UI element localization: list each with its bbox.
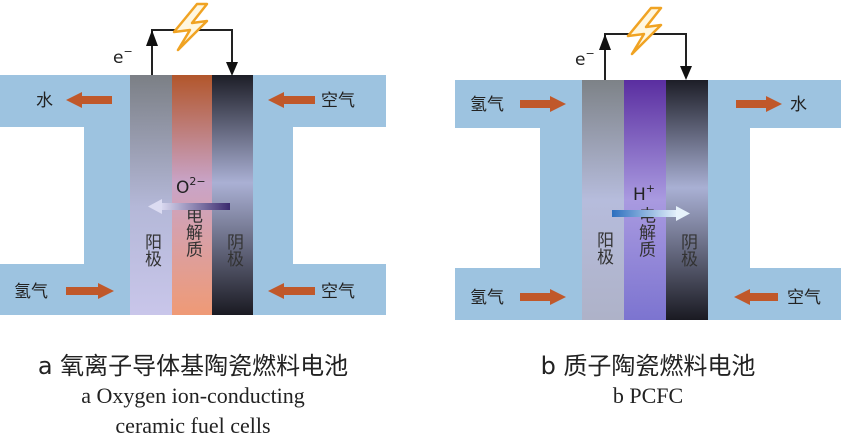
air-label-a-top: 空气 xyxy=(321,91,355,111)
anode-label-a: 阳极 xyxy=(141,233,162,267)
diagram-a: 阳极 电解质 阴极 e− 水 空气 氢气 xyxy=(0,2,386,315)
anode-layer-a xyxy=(130,75,172,315)
electrolyte-layer-b xyxy=(624,80,666,320)
caption-a-zh: a 氧离子导体基陶瓷燃料电池 xyxy=(37,352,349,380)
flow-arrow-a-top-left xyxy=(66,92,112,108)
caption-a-en-line1: a Oxygen ion-conducting xyxy=(81,383,305,408)
electron-arrowhead-b xyxy=(599,34,611,50)
caption-b-zh: b 质子陶瓷燃料电池 xyxy=(540,352,756,380)
electrolyte-layer-a xyxy=(172,75,212,315)
electrolyte-label-a: 电解质 xyxy=(182,206,203,257)
oxide-ion-label: O2− xyxy=(176,175,206,198)
proton-arrow xyxy=(612,206,690,221)
flow-arrow-a-top-right xyxy=(268,92,315,108)
flow-arrow-b-top-right xyxy=(736,96,782,112)
oxide-ion-arrow xyxy=(148,199,230,214)
lightning-icon-a xyxy=(172,2,209,52)
caption-b-en-line1: b PCFC xyxy=(612,383,684,408)
air-label-b: 空气 xyxy=(787,288,821,308)
cathode-layer-b xyxy=(666,80,708,320)
flow-arrow-a-bottom-right xyxy=(268,283,315,299)
proton-label: H+ xyxy=(633,182,655,205)
channel-b-left-bottom xyxy=(455,268,582,320)
electron-arrowhead-a xyxy=(146,30,158,46)
water-label-a: 水 xyxy=(36,91,53,111)
cathode-label-b: 阴极 xyxy=(677,233,698,267)
air-label-a-bottom: 空气 xyxy=(321,282,355,302)
diagram-b: 阳极 电解质 阴极 e− 氢气 水 氢气 空气 xyxy=(455,6,841,320)
anode-label-b: 阳极 xyxy=(593,231,614,265)
electron-label-b: e− xyxy=(575,47,595,70)
electrolyte-label-b: 电解质 xyxy=(635,206,656,257)
hydrogen-label-a: 氢气 xyxy=(14,282,48,302)
cathode-layer-a xyxy=(212,75,253,315)
caption-a-en-line2: ceramic fuel cells xyxy=(115,413,271,438)
circuit-arrowhead-a xyxy=(226,62,238,76)
cathode-label-a: 阴极 xyxy=(223,233,244,267)
flow-arrow-b-bottom-left xyxy=(520,289,566,305)
electron-label-a: e− xyxy=(113,45,133,68)
hydrogen-label-b-bottom: 氢气 xyxy=(470,288,504,308)
flow-arrow-b-top-left xyxy=(520,96,566,112)
water-label-b: 水 xyxy=(790,95,807,115)
anode-layer-b xyxy=(582,80,624,320)
hydrogen-label-b-top: 氢气 xyxy=(470,95,504,115)
lightning-icon-b xyxy=(626,6,663,56)
flow-arrow-a-bottom-left xyxy=(66,283,114,299)
flow-arrow-b-bottom-right xyxy=(734,289,778,305)
circuit-arrowhead-b xyxy=(680,66,692,80)
